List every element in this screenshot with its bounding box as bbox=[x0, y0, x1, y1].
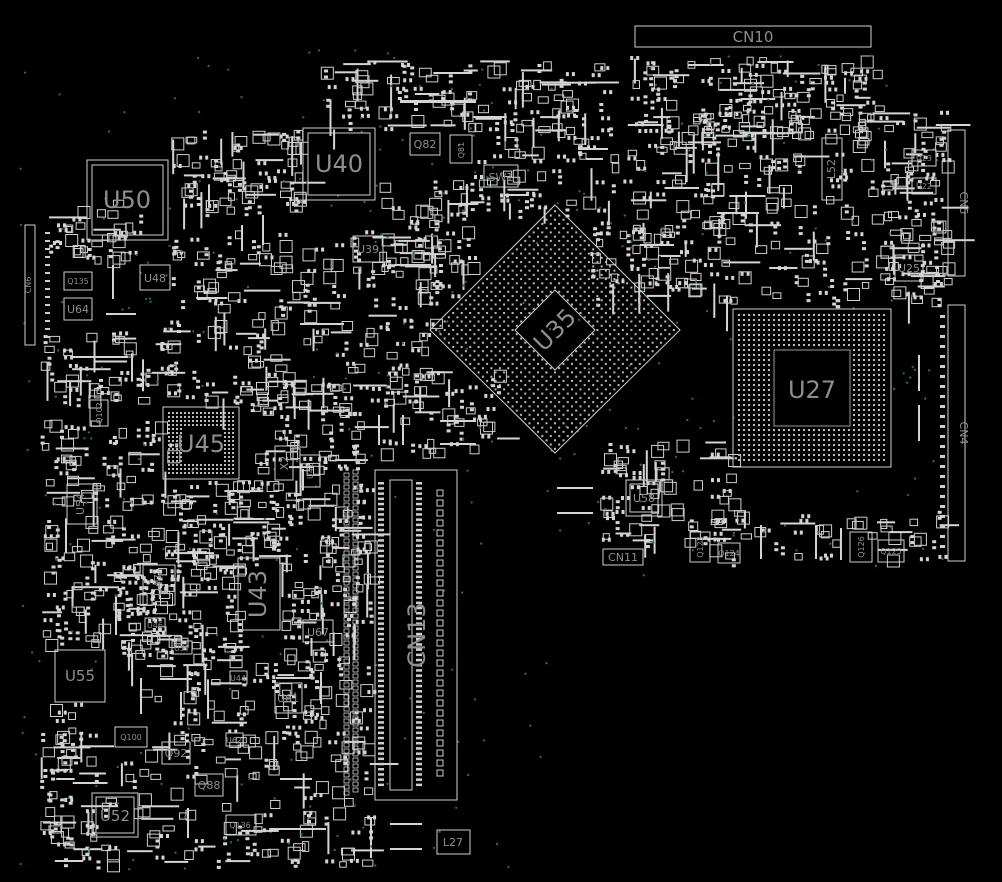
connector-cn13: CN13 bbox=[343, 469, 458, 801]
label-u61: U61 bbox=[277, 692, 299, 705]
label-u47: U47 bbox=[152, 574, 165, 596]
chip-u41: U41 bbox=[299, 454, 321, 488]
label-u62: U62 bbox=[226, 736, 242, 745]
chip-u23: U23 bbox=[911, 149, 937, 167]
label-u45: U45 bbox=[177, 430, 225, 458]
crystal-x2: X2 bbox=[274, 445, 294, 481]
chip-u46: U46 bbox=[144, 617, 166, 632]
label-u52: U52 bbox=[100, 807, 130, 825]
label-q136: Q136 bbox=[229, 821, 251, 830]
label-u43: U43 bbox=[244, 570, 272, 618]
transistor-q125: Q125 bbox=[877, 539, 905, 563]
label-q123: Q123 bbox=[696, 536, 705, 558]
connector-cn5: CN5 bbox=[947, 129, 970, 277]
label-u39: U39 bbox=[357, 243, 379, 256]
chip-u47: U47 bbox=[142, 564, 176, 606]
transistor-q88: Q88 bbox=[194, 773, 224, 797]
label-u40: U40 bbox=[315, 150, 363, 178]
transistor-q82: Q82 bbox=[409, 132, 441, 156]
chip-u61: U61 bbox=[274, 682, 303, 714]
chip-u25: U25 bbox=[894, 254, 924, 282]
label-u54: U54 bbox=[74, 493, 87, 515]
cn13-pin-rows bbox=[343, 469, 444, 796]
u45-ball-grid bbox=[168, 412, 234, 474]
chip-u39: U39 bbox=[352, 235, 384, 263]
label-q88: Q88 bbox=[198, 779, 221, 792]
label-u50: U50 bbox=[103, 186, 151, 214]
label-u25: U25 bbox=[898, 262, 920, 275]
transistor-q126: Q126 bbox=[849, 531, 873, 563]
label-cn13: CN13 bbox=[403, 602, 431, 667]
label-q125: Q125 bbox=[880, 547, 902, 556]
inductor-l52: L52 bbox=[821, 137, 843, 201]
chip-u67: U67 bbox=[302, 619, 334, 643]
connector-cn6: CN6 bbox=[24, 224, 36, 346]
transistor-q123: Q123 bbox=[689, 531, 711, 563]
label-x2: X2 bbox=[278, 456, 291, 471]
label-u57: U57 bbox=[174, 644, 190, 653]
label-u64: U64 bbox=[67, 303, 89, 316]
label-u58: U58 bbox=[633, 492, 655, 505]
label-u23: U23 bbox=[916, 154, 932, 163]
label-cn5: CN5 bbox=[957, 192, 970, 215]
chip-u22: U22 bbox=[911, 177, 937, 195]
label-u41: U41 bbox=[306, 463, 315, 479]
label-l27: L27 bbox=[443, 836, 463, 849]
chip-u57: U57 bbox=[171, 640, 193, 655]
label-cn11: CN11 bbox=[608, 551, 638, 564]
chip-u40: U40 bbox=[302, 127, 376, 201]
chip-u55: U55 bbox=[54, 649, 106, 703]
label-u55: U55 bbox=[65, 667, 95, 685]
via-dots bbox=[19, 49, 944, 871]
label-u44: U44 bbox=[230, 674, 246, 683]
label-cn4: CN4 bbox=[957, 422, 970, 445]
transistor-q124: Q124 bbox=[717, 542, 741, 564]
chip-u45: U45 bbox=[162, 406, 240, 480]
transistor-q92: Q92 bbox=[161, 741, 191, 765]
label-u48: U48 bbox=[144, 272, 166, 285]
chip-u44: U44 bbox=[229, 670, 248, 685]
transistor-q102: Q102 bbox=[89, 399, 109, 427]
chip-u48: U48 bbox=[139, 264, 171, 291]
chip-u58: U58 bbox=[625, 479, 663, 517]
label-q81: Q81 bbox=[457, 142, 466, 158]
u27-ball-grid bbox=[738, 314, 885, 461]
label-q102: Q102 bbox=[95, 402, 104, 424]
label-q100: Q100 bbox=[120, 733, 142, 742]
label-l52: L52 bbox=[825, 159, 838, 179]
chip-u64: U64 bbox=[63, 297, 93, 321]
label-sw1: SW1 bbox=[489, 171, 514, 184]
chip-u50: U50 bbox=[86, 159, 169, 241]
label-q126: Q126 bbox=[857, 536, 866, 558]
label-cn6: CN6 bbox=[24, 277, 33, 294]
inductor-l27: L27 bbox=[436, 829, 471, 855]
u35-ball-grid bbox=[435, 210, 675, 450]
label-u46: U46 bbox=[147, 621, 163, 630]
passive-component-pads bbox=[40, 55, 975, 873]
label-u27: U27 bbox=[788, 376, 836, 404]
transistor-q136: Q136 bbox=[225, 814, 257, 836]
chip-u27-bga: U27 bbox=[732, 308, 892, 468]
chip-u43: U43 bbox=[237, 557, 281, 631]
transistor-q135: Q135 bbox=[63, 271, 93, 291]
chip-u62: U62 bbox=[225, 732, 244, 747]
label-cn10: CN10 bbox=[733, 28, 774, 46]
label-q82: Q82 bbox=[414, 138, 437, 151]
label-u22: U22 bbox=[916, 182, 932, 191]
transistor-q100: Q100 bbox=[114, 726, 148, 748]
label-u67: U67 bbox=[307, 626, 329, 639]
label-q135: Q135 bbox=[67, 277, 89, 286]
connector-cn10: CN10 bbox=[634, 25, 872, 48]
label-q124: Q124 bbox=[718, 549, 740, 558]
label-q92: Q92 bbox=[165, 747, 188, 760]
chip-u54: U54 bbox=[66, 483, 98, 525]
chip-u52: U52 bbox=[91, 792, 139, 838]
connector-cn11: CN11 bbox=[602, 548, 644, 566]
switch-sw1: SW1 bbox=[483, 164, 519, 188]
transistor-q81: Q81 bbox=[449, 134, 473, 164]
connector-cn4: CN4 bbox=[947, 304, 970, 562]
